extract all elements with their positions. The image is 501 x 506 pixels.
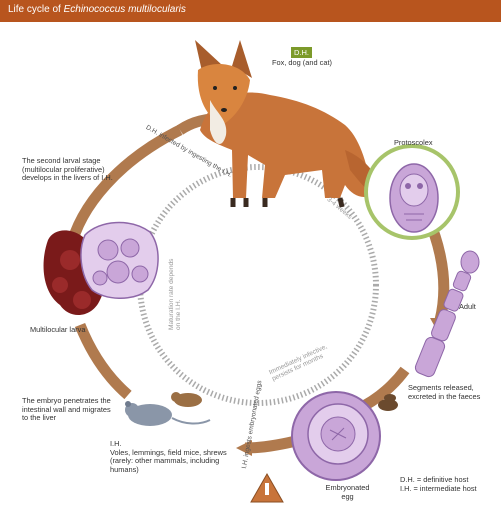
- legend-ih: I.H. = intermediate host: [400, 485, 500, 494]
- embryo-migration-label: The embryo penetrates the intestinal wal…: [22, 397, 117, 423]
- embryonated-egg-label: Embryonated egg: [320, 484, 375, 501]
- maturation-annotation: Maturation rate depends on the I.H.: [168, 250, 182, 330]
- protoscolex-illustration: [366, 146, 458, 238]
- adult-label: Adult: [459, 303, 499, 312]
- ingestion-warning-icon: [251, 474, 283, 502]
- rodent-illustration: [125, 392, 210, 426]
- embryonated-egg-illustration: [292, 392, 380, 480]
- multilocular-larva-illustration: [44, 223, 159, 315]
- second-larval-stage-label: The second larval stage (multilocular pr…: [22, 157, 122, 183]
- segments-label: Segments released, excreted in the faece…: [408, 384, 500, 401]
- legend: D.H. = definitive host I.H. = intermedia…: [400, 476, 500, 493]
- protoscolex-label: Protoscolex: [394, 139, 464, 148]
- arrow-lower-left: [80, 325, 128, 395]
- multilocular-larva-label: Multilocular larva: [30, 326, 90, 335]
- intermediate-host-label: I.H. Voles, lemmings, field mice, shrews…: [110, 440, 240, 474]
- intermediate-host-species: Voles, lemmings, field mice, shrews (rar…: [110, 449, 240, 475]
- definitive-host-badge: D.H.: [291, 47, 312, 58]
- fox-host-label: Fox, dog (and cat): [272, 59, 392, 68]
